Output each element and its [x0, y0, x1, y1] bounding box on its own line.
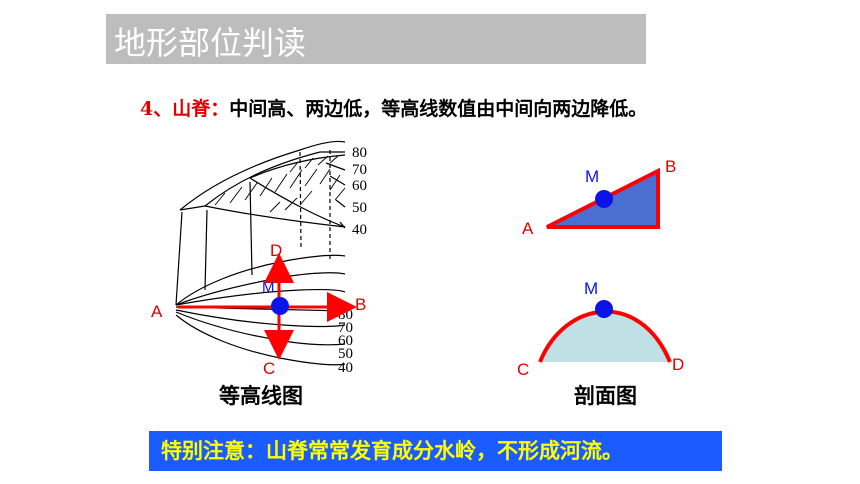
contour-label-70-top: 70	[352, 162, 367, 178]
label-m-contour: M	[262, 279, 275, 296]
label-b-contour: B	[355, 295, 366, 314]
page-title: 地形部位判读	[114, 24, 307, 62]
contour-point-labels: A B C D	[151, 241, 366, 378]
point-m-triangle	[595, 190, 613, 208]
point-m-arc	[595, 300, 613, 318]
label-d-contour: D	[270, 241, 282, 260]
contour-lines	[175, 254, 346, 366]
contour-label-50-bottom: 50	[338, 346, 353, 362]
profile-arrows	[178, 253, 357, 360]
contour-label-40-top: 40	[352, 222, 367, 238]
label-d-arc: D	[672, 355, 684, 374]
note-banner: 特别注意：山脊常常发育成分水岭，不形成河流。	[149, 431, 722, 471]
contour-label-80-top: 80	[352, 145, 367, 161]
contour-label-60-top: 60	[352, 178, 367, 194]
label-m-triangle: M	[585, 167, 599, 186]
contour-label-60-bottom: 60	[338, 333, 353, 349]
label-c-arc: C	[517, 360, 529, 379]
contour-label-40-bottom: 40	[338, 360, 353, 376]
contour-label-70-bottom: 70	[338, 320, 353, 336]
contour-map-caption: 等高线图	[219, 383, 303, 408]
label-a-triangle: A	[522, 219, 534, 238]
label-a-contour: A	[151, 302, 163, 321]
description-label: 4、山脊：	[140, 98, 230, 120]
description: 4、山脊：中间高、两边低，等高线数值由中间向两边降低。	[140, 94, 647, 121]
label-b-triangle: B	[665, 157, 676, 176]
label-m-arc: M	[584, 279, 598, 298]
label-c-contour: C	[263, 359, 275, 378]
point-m-contour	[271, 297, 289, 315]
description-text: 中间高、两边低，等高线数值由中间向两边降低。	[229, 98, 648, 120]
contour-label-50-top: 50	[352, 200, 367, 216]
title-bar: 地形部位判读	[106, 14, 646, 64]
contour-labels-lower: 80 70 60 50 40	[338, 307, 353, 376]
profile-caption: 剖面图	[574, 383, 637, 408]
contour-labels-upper: 80 70 60 50 40	[352, 145, 367, 238]
arc-profile-fill	[540, 311, 670, 362]
ridge-3d-sketch	[175, 140, 346, 306]
